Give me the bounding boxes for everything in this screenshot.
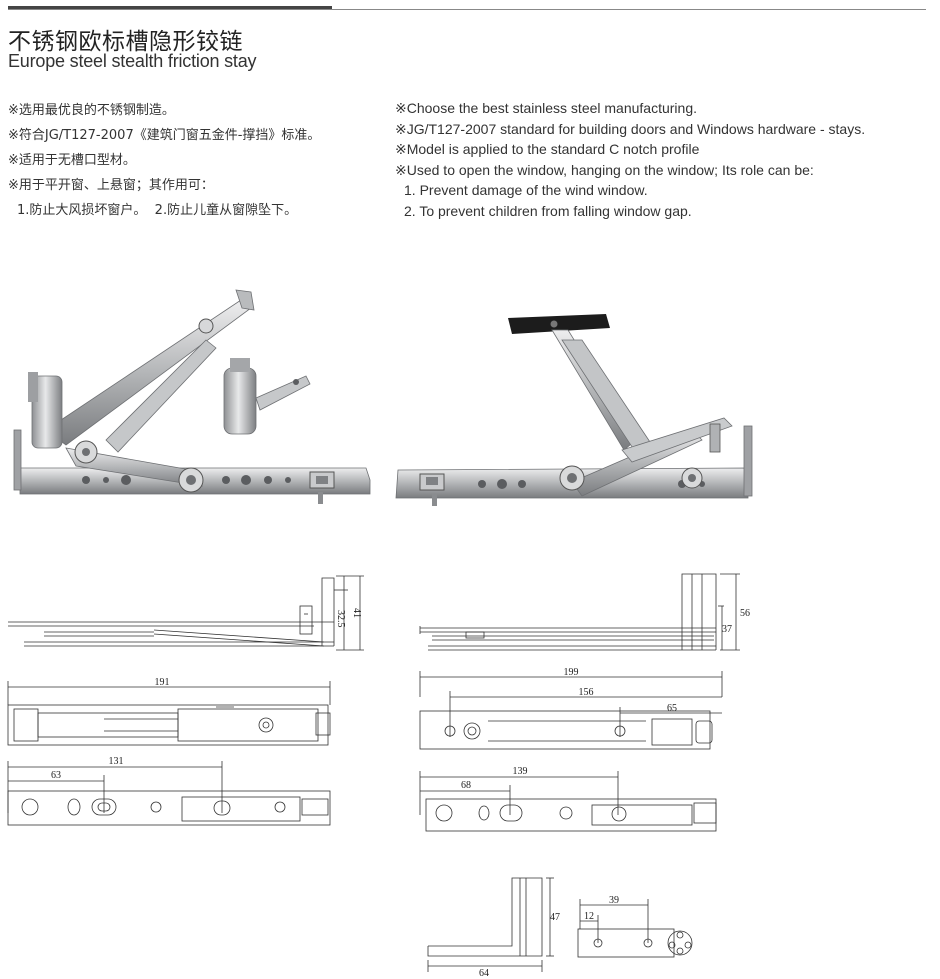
- page-title-en: Europe steel stealth friction stay: [8, 51, 257, 71]
- dimension-label: 32.5: [335, 610, 346, 628]
- drawing-bracket-side-view: 47 64: [427, 877, 560, 977]
- product-photo-right: [395, 314, 753, 506]
- dimension-label: 37: [722, 624, 732, 635]
- drawing-right-bottom-view: 139 68: [419, 766, 717, 832]
- drawing-left-bottom-view: 131 63: [7, 756, 331, 826]
- dimension-label: 156: [579, 687, 594, 698]
- description-cn-line: ※选用最优良的不锈钢制造。: [8, 103, 175, 118]
- description-en-line: ※JG/T127-2007 standard for building door…: [395, 120, 866, 137]
- description-en-line: 1. Prevent damage of the wind window.: [404, 182, 648, 198]
- dimension-label: 64: [479, 968, 489, 977]
- description-cn: ※选用最优良的不锈钢制造。 ※符合JG/T127-2007《建筑门窗五金件-撑挡…: [8, 98, 388, 223]
- drawing-right-top-view: 199 156 65: [419, 667, 723, 750]
- header-rule-thick: [8, 6, 332, 9]
- dimension-label: 199: [564, 667, 579, 678]
- description-en-line: ※Used to open the window, hanging on the…: [395, 161, 814, 178]
- page-title-cn: 不锈钢欧标槽隐形铰链: [8, 29, 243, 55]
- description-cn-line: 1.防止大风损坏窗户。 2.防止儿童从窗隙坠下。: [17, 203, 298, 218]
- description-en-line: ※Choose the best stainless steel manufac…: [395, 100, 698, 116]
- drawing-bracket-top-view: 39 12: [577, 895, 693, 958]
- dimension-label: 41: [351, 608, 362, 618]
- drawing-right-side-view: 56 37: [419, 573, 750, 651]
- description-cn-line: ※用于平开窗、上悬窗；其作用可：: [8, 178, 214, 193]
- drawing-left-side-view: 41 32.5: [8, 575, 364, 651]
- dimension-label: 139: [513, 766, 528, 777]
- dimension-label: 191: [155, 677, 170, 688]
- dimension-label: 39: [609, 895, 619, 906]
- dimension-label: 63: [51, 770, 61, 781]
- drawing-left-top-view: 191: [7, 677, 331, 746]
- description-cn-line: ※适用于无槽口型材。: [8, 153, 136, 168]
- description-en-line: ※Model is applied to the standard C notc…: [395, 141, 700, 157]
- dimension-label: 68: [461, 780, 471, 791]
- dimension-label: 47: [550, 912, 560, 923]
- header-rule-thin: [8, 9, 926, 10]
- description-en: ※Choose the best stainless steel manufac…: [395, 98, 935, 221]
- description-cn-line: ※符合JG/T127-2007《建筑门窗五金件-撑挡》标准。: [8, 128, 321, 143]
- dimension-label: 12: [584, 911, 594, 922]
- dimension-label: 56: [740, 608, 750, 619]
- product-photo-left: [13, 289, 371, 504]
- dimension-label: 131: [109, 756, 124, 767]
- dimension-label: 65: [667, 703, 677, 714]
- description-en-line: 2. To prevent children from falling wind…: [404, 202, 692, 219]
